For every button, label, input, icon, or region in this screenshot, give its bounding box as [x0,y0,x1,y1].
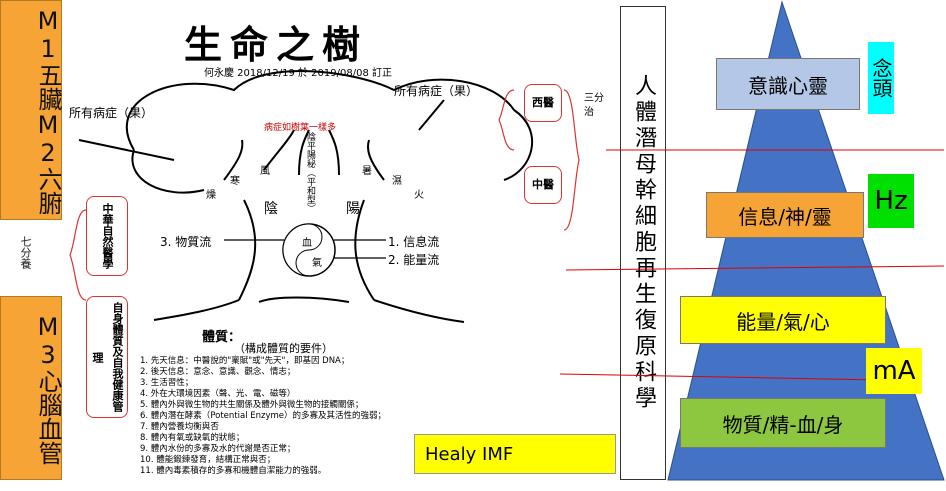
tree-diagram: 生命之樹 何永慶 2018/12/19 於 2019/08/08 訂正 [64,0,612,480]
healy-imf-label: Healy IMF [425,443,514,465]
blood-label: 血 [302,238,312,249]
damp-label: 濕 [392,176,402,187]
stem-cell-column: 人體潛母幹細胞再生復原科學 [620,6,666,480]
layer-energy: 能量/氣/心 [680,296,886,344]
right-symptom: 所有病症（果） [394,84,479,98]
qi-label: 氣 [312,258,322,269]
flow-matter: 3. 物質流 [160,235,212,249]
layer-information: 信息/神/靈 [706,192,864,238]
m3-label: M3心腦血管 [34,313,62,465]
yin-label: 陰 [264,201,278,217]
list-item: 4. 外在大環境因素（聲、光、電、磁等） [140,389,296,399]
heat-label: 暑 [362,166,372,177]
fire-label: 火 [414,190,424,201]
self-health-label: 自身體質及自我健康管理 [86,296,128,418]
yang-label: 陽 [346,201,360,217]
tag-nian-tou: 念頭 [868,42,894,114]
m1-m2-label: M1五臟M2六腑 [34,7,62,215]
list-item: 1. 先天信息：中醫說的"稟賦"或"先天"，即基因 DNA； [140,356,350,366]
layer-consciousness: 意識心靈 [716,58,860,110]
tree-title: 生命之樹 [184,22,369,67]
list-item: 8. 體內有氧或缺氧的狀態； [140,433,245,443]
list-item: 7. 體內營養均衡與否 [140,422,219,432]
list-item: 6. 體內潛在酵素（Potential Enzyme）的多寡及其活性的強弱； [140,411,387,421]
dry-label: 燥 [206,190,216,201]
list-item: 10. 體能鍛鍊發育，結構正常與否； [140,455,276,465]
constitution-title: 體質： [202,330,242,345]
tree-drawing [69,70,580,391]
constitution-list: 1. 先天信息：中醫說的"稟賦"或"先天"，即基因 DNA； 2. 後天信息：意… [140,356,386,477]
three-parts-treat: 三分治 [584,93,604,118]
list-item: 11. 體內毒素積存的多寡和機體自潔能力的強弱。 [140,466,327,476]
cold-label: 寒 [230,176,240,187]
left-symptom: 所有病症（果） [69,106,154,120]
healy-imf-box: Healy IMF [414,434,616,474]
constitution-sub: （構成體質的要件） [234,342,333,355]
author-line: 何永慶 2018/12/19 於 2019/08/08 訂正 [204,68,392,79]
seven-parts-label: 七分養 [19,236,32,269]
list-item: 2. 後天信息：意念、意識、觀念、情志； [140,367,296,377]
canopy-note: 病症如樹葉一樣多 [264,123,337,133]
layer-matter: 物質/精-血/身 [680,398,886,448]
m3-box: M3心腦血管 [0,296,62,480]
list-item: 3. 生活習性； [140,378,194,388]
tag-ma: mA [866,348,922,394]
wind-label: 風 [260,166,270,177]
m1-m2-box: M1五臟M2六腑 [0,0,62,220]
western-medicine-label: 西醫 [524,84,562,122]
flow-energy: 2. 能量流 [388,253,440,267]
natural-medicine-label: 中華自然醫學 [86,196,128,276]
list-item: 5. 體內外與微生物的共生關係及體外與微生物的接觸關係； [140,400,364,410]
tag-hz: Hz [868,174,914,228]
list-item: 9. 體內水份的多寡及水的代謝是否正常； [140,444,296,454]
balance-label: 陰平陽秘（平和型） [305,132,315,213]
chinese-medicine-label: 中醫 [524,166,562,204]
flow-info: 1. 信息流 [388,235,440,249]
